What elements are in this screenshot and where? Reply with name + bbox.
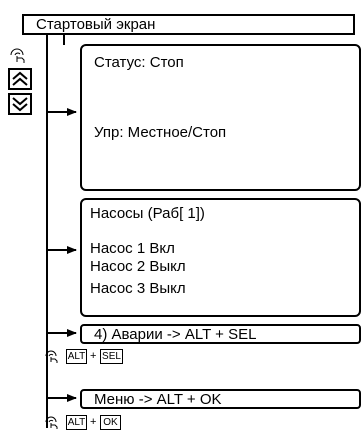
main-menu-label: Меню -> ALT + OK <box>94 391 222 408</box>
scroll-up-button[interactable] <box>8 68 32 90</box>
alarms-label: 4) Аварии -> ALT + SEL <box>94 326 257 343</box>
touch-icon <box>45 416 58 429</box>
pump-line-2: Насос 2 Выкл <box>90 258 186 275</box>
main-menu-item[interactable]: Меню -> ALT + OK <box>80 389 361 409</box>
double-chevron-up-icon <box>12 71 28 86</box>
key-plus: + <box>90 416 97 428</box>
alt-key: ALT <box>66 415 87 430</box>
touch-icon <box>10 48 25 63</box>
pump-line-1: Насос 1 Вкл <box>90 240 175 257</box>
screen-status: Статус: Стоп Упр: Местное/Стоп <box>80 44 361 191</box>
pumps-title: Насосы (Раб[ 1]) <box>90 205 205 222</box>
header-box: Стартовый экран <box>22 14 355 35</box>
scroll-down-button[interactable] <box>8 93 32 115</box>
alt-key: ALT <box>66 349 87 364</box>
touch-icon <box>45 350 58 363</box>
alarms-menu-item[interactable]: 4) Аварии -> ALT + SEL <box>80 324 361 344</box>
ok-key: OK <box>100 415 121 430</box>
sel-key: SEL <box>100 349 123 364</box>
key-plus: + <box>90 350 97 362</box>
control-line: Упр: Местное/Стоп <box>94 124 227 141</box>
header-title: Стартовый экран <box>36 16 156 33</box>
screen-pumps: Насосы (Раб[ 1]) Насос 1 Вкл Насос 2 Вык… <box>80 198 361 317</box>
pump-line-3: Насос 3 Выкл <box>90 280 186 297</box>
double-chevron-down-icon <box>12 97 28 112</box>
status-line: Статус: Стоп <box>94 54 184 71</box>
